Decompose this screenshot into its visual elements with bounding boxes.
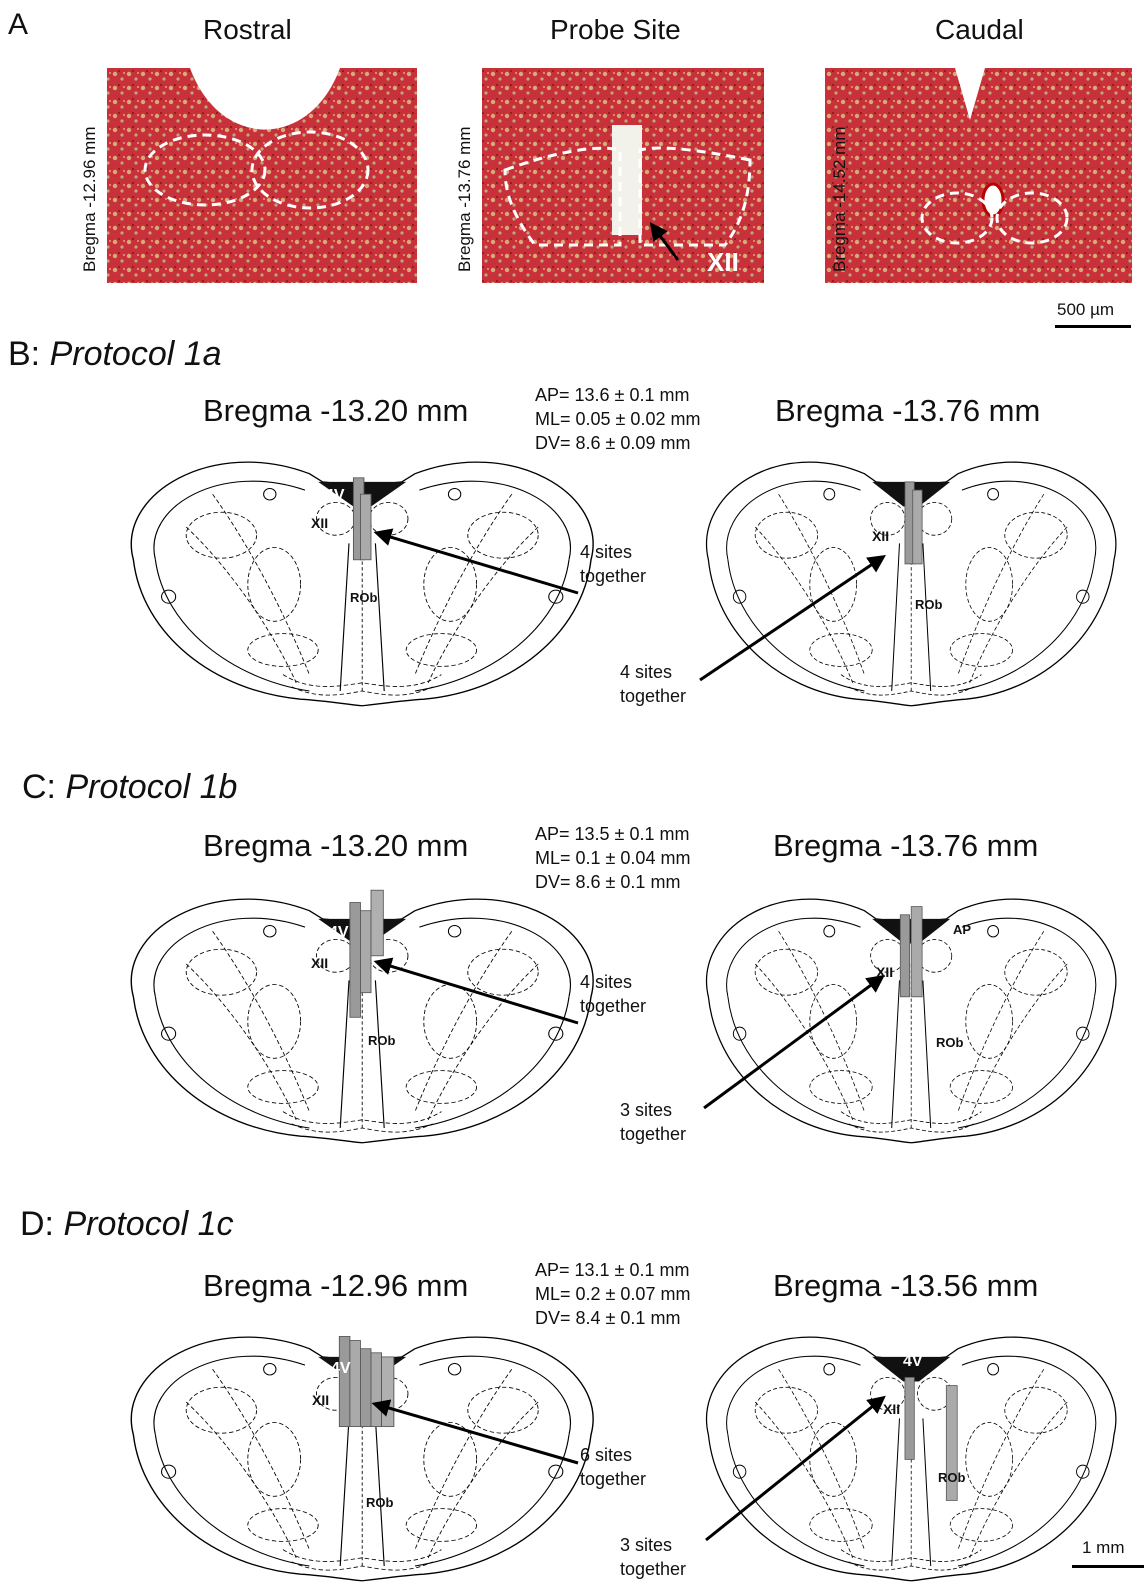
- section-c-left-bregma: Bregma -13.20 mm: [203, 828, 468, 864]
- label-4v-right: 4V: [903, 1353, 923, 1371]
- section-b-left-brainstem: [131, 462, 593, 706]
- label-4v: 4V: [325, 487, 345, 505]
- nucleus-label-xii: XII: [707, 247, 739, 278]
- dv-value: DV= 8.6 ± 0.1 mm: [535, 870, 690, 894]
- ml-value: ML= 0.2 ± 0.07 mm: [535, 1282, 690, 1306]
- section-d-left-note: 6 sitestogether: [580, 1443, 646, 1491]
- micrograph-rostral: [107, 68, 417, 283]
- column-title-rostral: Rostral: [203, 14, 292, 46]
- scale-label-500um: 500 µm: [1057, 300, 1114, 320]
- label-xii-right: XII: [876, 964, 893, 980]
- section-b-right-note: 4 sitestogether: [620, 660, 686, 708]
- arrow-d-left: [375, 1404, 578, 1463]
- ap-value: AP= 13.5 ± 0.1 mm: [535, 822, 690, 846]
- label-rob: ROb: [368, 1033, 395, 1048]
- section-c-right-brainstem: [707, 899, 1116, 1143]
- ml-value: ML= 0.05 ± 0.02 mm: [535, 407, 700, 431]
- label-xii: XII: [311, 515, 328, 531]
- section-c-right-note: 3 sitestogether: [620, 1098, 686, 1146]
- micrograph-caudal: [825, 68, 1132, 283]
- arrow-b-left: [377, 533, 578, 593]
- label-rob-right: ROb: [938, 1470, 965, 1485]
- section-d-stats: AP= 13.1 ± 0.1 mm ML= 0.2 ± 0.07 mm DV= …: [535, 1258, 690, 1330]
- section-d-right-note: 3 sitestogether: [620, 1533, 686, 1581]
- ap-value: AP= 13.6 ± 0.1 mm: [535, 383, 700, 407]
- label-xii-right: XII: [883, 1401, 900, 1417]
- panel-a-letter: A: [8, 8, 28, 42]
- section-b-right-bregma: Bregma -13.76 mm: [775, 393, 1040, 429]
- section-b-title: B: Protocol 1a: [8, 335, 222, 374]
- scale-bar-500um: [1055, 325, 1131, 328]
- section-c-left-brainstem: [131, 890, 593, 1143]
- section-d-right-brainstem: [707, 1337, 1116, 1581]
- label-ap: AP: [953, 922, 971, 937]
- arrow-c-left: [377, 962, 578, 1023]
- label-rob: ROb: [350, 590, 377, 605]
- scale-bar-1mm: [1072, 1565, 1144, 1568]
- dv-value: DV= 8.6 ± 0.09 mm: [535, 431, 700, 455]
- bregma-label-probe-site: Bregma -13.76 mm: [455, 127, 475, 273]
- section-b-left-bregma: Bregma -13.20 mm: [203, 393, 468, 429]
- label-rob: ROb: [366, 1495, 393, 1510]
- label-4v: 4V: [331, 1360, 351, 1378]
- arrow-d-right: [706, 1398, 883, 1540]
- section-b-right-brainstem: [707, 462, 1116, 706]
- section-b-left-note: 4 sitestogether: [580, 540, 646, 588]
- label-rob-right: ROb: [915, 597, 942, 612]
- dv-value: DV= 8.4 ± 0.1 mm: [535, 1306, 690, 1330]
- bregma-label-caudal: Bregma -14.52 mm: [830, 127, 850, 273]
- ap-value: AP= 13.1 ± 0.1 mm: [535, 1258, 690, 1282]
- column-title-probe-site: Probe Site: [550, 14, 681, 46]
- ml-value: ML= 0.1 ± 0.04 mm: [535, 846, 690, 870]
- section-c-stats: AP= 13.5 ± 0.1 mm ML= 0.1 ± 0.04 mm DV= …: [535, 822, 690, 894]
- label-4v: 4V: [329, 924, 349, 942]
- section-c-left-note: 4 sitestogether: [580, 970, 646, 1018]
- section-d-right-bregma: Bregma -13.56 mm: [773, 1268, 1038, 1304]
- label-xii: XII: [312, 1392, 329, 1408]
- section-c-right-bregma: Bregma -13.76 mm: [773, 828, 1038, 864]
- section-d-left-bregma: Bregma -12.96 mm: [203, 1268, 468, 1304]
- section-c-title: C: Protocol 1b: [22, 768, 237, 807]
- label-rob-right: ROb: [936, 1035, 963, 1050]
- label-xii-right: XII: [872, 528, 889, 544]
- scale-label-1mm: 1 mm: [1082, 1538, 1125, 1558]
- column-title-caudal: Caudal: [935, 14, 1024, 46]
- arrow-c-right: [704, 977, 882, 1108]
- label-xii: XII: [311, 955, 328, 971]
- section-b-stats: AP= 13.6 ± 0.1 mm ML= 0.05 ± 0.02 mm DV=…: [535, 383, 700, 455]
- bregma-label-rostral: Bregma -12.96 mm: [80, 127, 100, 273]
- section-d-left-brainstem: [131, 1336, 593, 1580]
- section-d-title: D: Protocol 1c: [20, 1205, 234, 1244]
